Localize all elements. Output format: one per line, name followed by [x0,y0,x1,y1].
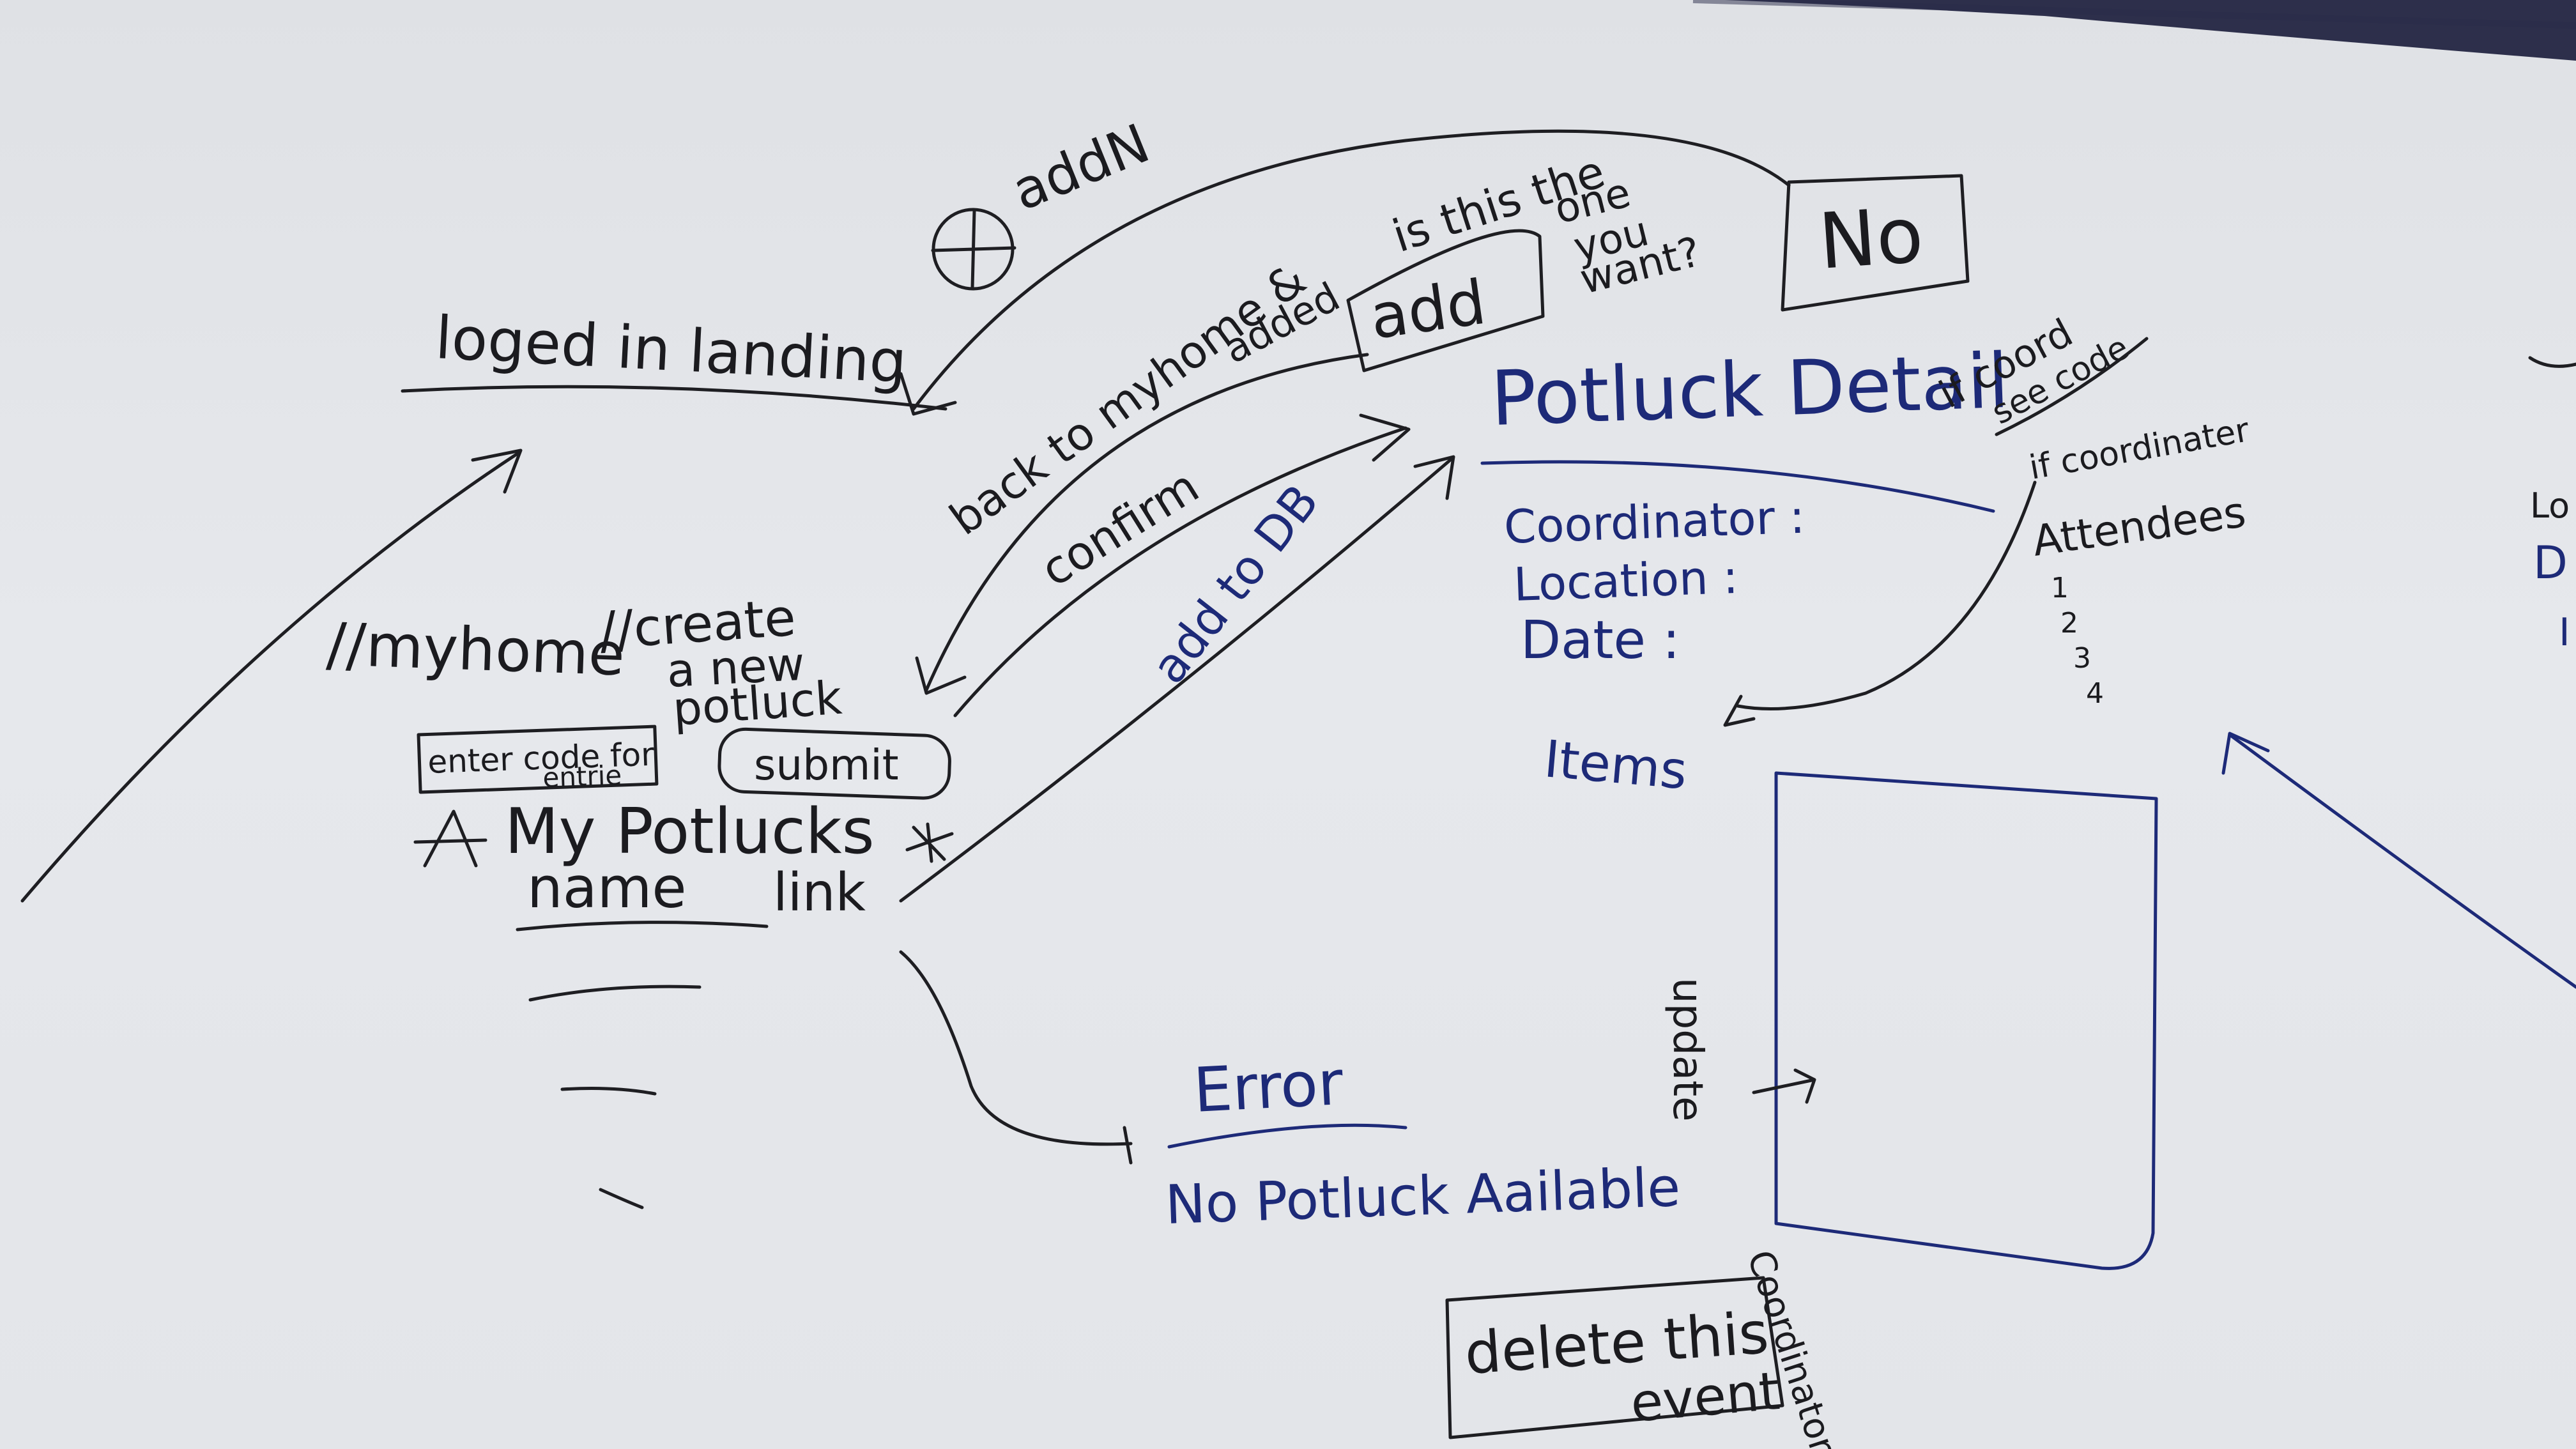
see-code-underline [1995,337,2149,436]
edge-text-i: I [2559,610,2570,655]
logged-in-landing-label: loged in landing [434,303,908,397]
arrow-no-to-landing [912,129,1791,411]
name-label: name [527,855,687,921]
arrow-to-error [899,950,1133,1146]
arrow-right-incoming-head [2221,732,2270,775]
arrow-add-to-db-head [1413,455,1455,500]
add-button-box [1346,229,1545,372]
submit-button-box [717,727,951,800]
submit-button-label: submit [754,740,899,790]
star-left-icon [413,809,487,868]
board-edge-line [1692,0,2576,29]
delete-event-label-2: event [1628,1361,1782,1434]
if-coordinator-label: if coordinater [2027,411,2253,487]
potluck-detail-title: Potluck Detail [1489,337,2011,443]
no-button-label: No [1816,191,1926,287]
items-label: Items [1542,729,1689,801]
arrow-add-to-db [899,458,1452,903]
edge-mark [2528,356,2576,368]
list-placeholder-1 [528,985,702,1002]
add-n-label: addN [1004,112,1158,223]
items-box [1774,771,2158,1270]
star-right-icon [905,822,954,863]
attendee-4: 4 [2086,677,2104,710]
edge-text-d: D [2533,537,2568,589]
error-underline [1167,1123,1407,1149]
coordinator-field: Coordinator : [1503,490,1806,554]
update-label: update [1664,977,1711,1122]
attendee-3: 3 [2073,642,2091,675]
error-title: Error [1192,1047,1345,1126]
enter-code-box [417,724,659,794]
attendees-label: Attendees [2030,487,2249,566]
name-underline [516,921,769,931]
edge-text-lo: Lo [2530,486,2570,526]
arrow-attendees-to-date-head [1723,694,1756,727]
arrow-confirm [953,426,1407,717]
landing-underline [401,385,947,411]
no-button-box [1781,174,1970,312]
arrow-back-to-myhome-head [915,656,967,695]
arrow-confirm-head [1359,413,1411,462]
entrie-label: entrie [542,760,622,793]
potluck-label: potluck [671,671,843,736]
arrow-to-error-head [1123,1126,1133,1165]
arrow-attendees-to-date [1736,480,2037,710]
attendee-2: 2 [2060,607,2078,640]
date-field: Date : [1521,610,1680,671]
location-field: Location : [1513,550,1739,611]
myhome-label: //myhome [325,610,625,689]
plus-icon [931,209,1016,289]
delete-event-button-box [1445,1276,1784,1439]
a-new-label: a new [665,637,806,698]
list-placeholder-3 [599,1188,644,1209]
arrow-back-to-myhome [924,353,1369,692]
board-edge-shadow [1725,0,2576,61]
list-placeholder-2 [560,1087,657,1096]
attendee-1: 1 [2051,572,2069,604]
arrow-to-landing-head [471,448,523,494]
enter-code-label: enter code for [427,736,655,781]
link-label: link [773,862,866,923]
create-label: //create [597,588,798,661]
add-button-label: add [1366,266,1491,353]
arrow-to-landing [20,452,519,903]
potluck-detail-underline [1480,460,1995,513]
update-arrow [1752,1068,1816,1104]
arrow-no-to-landing-head [899,372,957,416]
error-message: No Potluck Aailable [1164,1156,1681,1236]
arrow-right-incoming [2228,733,2576,989]
my-potlucks-label: My Potlucks [505,795,875,868]
